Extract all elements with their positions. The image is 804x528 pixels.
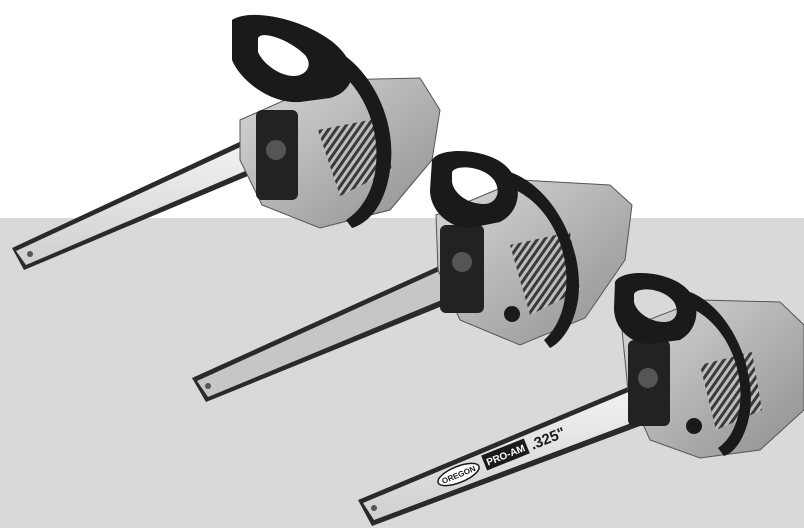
guide-bar-1 (12, 138, 262, 270)
chainsaw-2 (192, 150, 633, 402)
saw-body-1 (239, 77, 441, 229)
guide-bar-3: OREGON PRO-AM .325" (358, 382, 656, 526)
front-handle-2 (506, 172, 580, 348)
front-handle-3 (686, 292, 751, 456)
front-handle-1 (316, 42, 392, 228)
chainsaw-1 (12, 14, 441, 270)
rear-handle-1 (232, 14, 352, 103)
rear-handle-2 (430, 150, 518, 228)
rear-handle-3 (614, 272, 697, 344)
guide-bar-2 (192, 262, 462, 402)
chainsaw-3: OREGON PRO-AM .325" (358, 272, 804, 526)
